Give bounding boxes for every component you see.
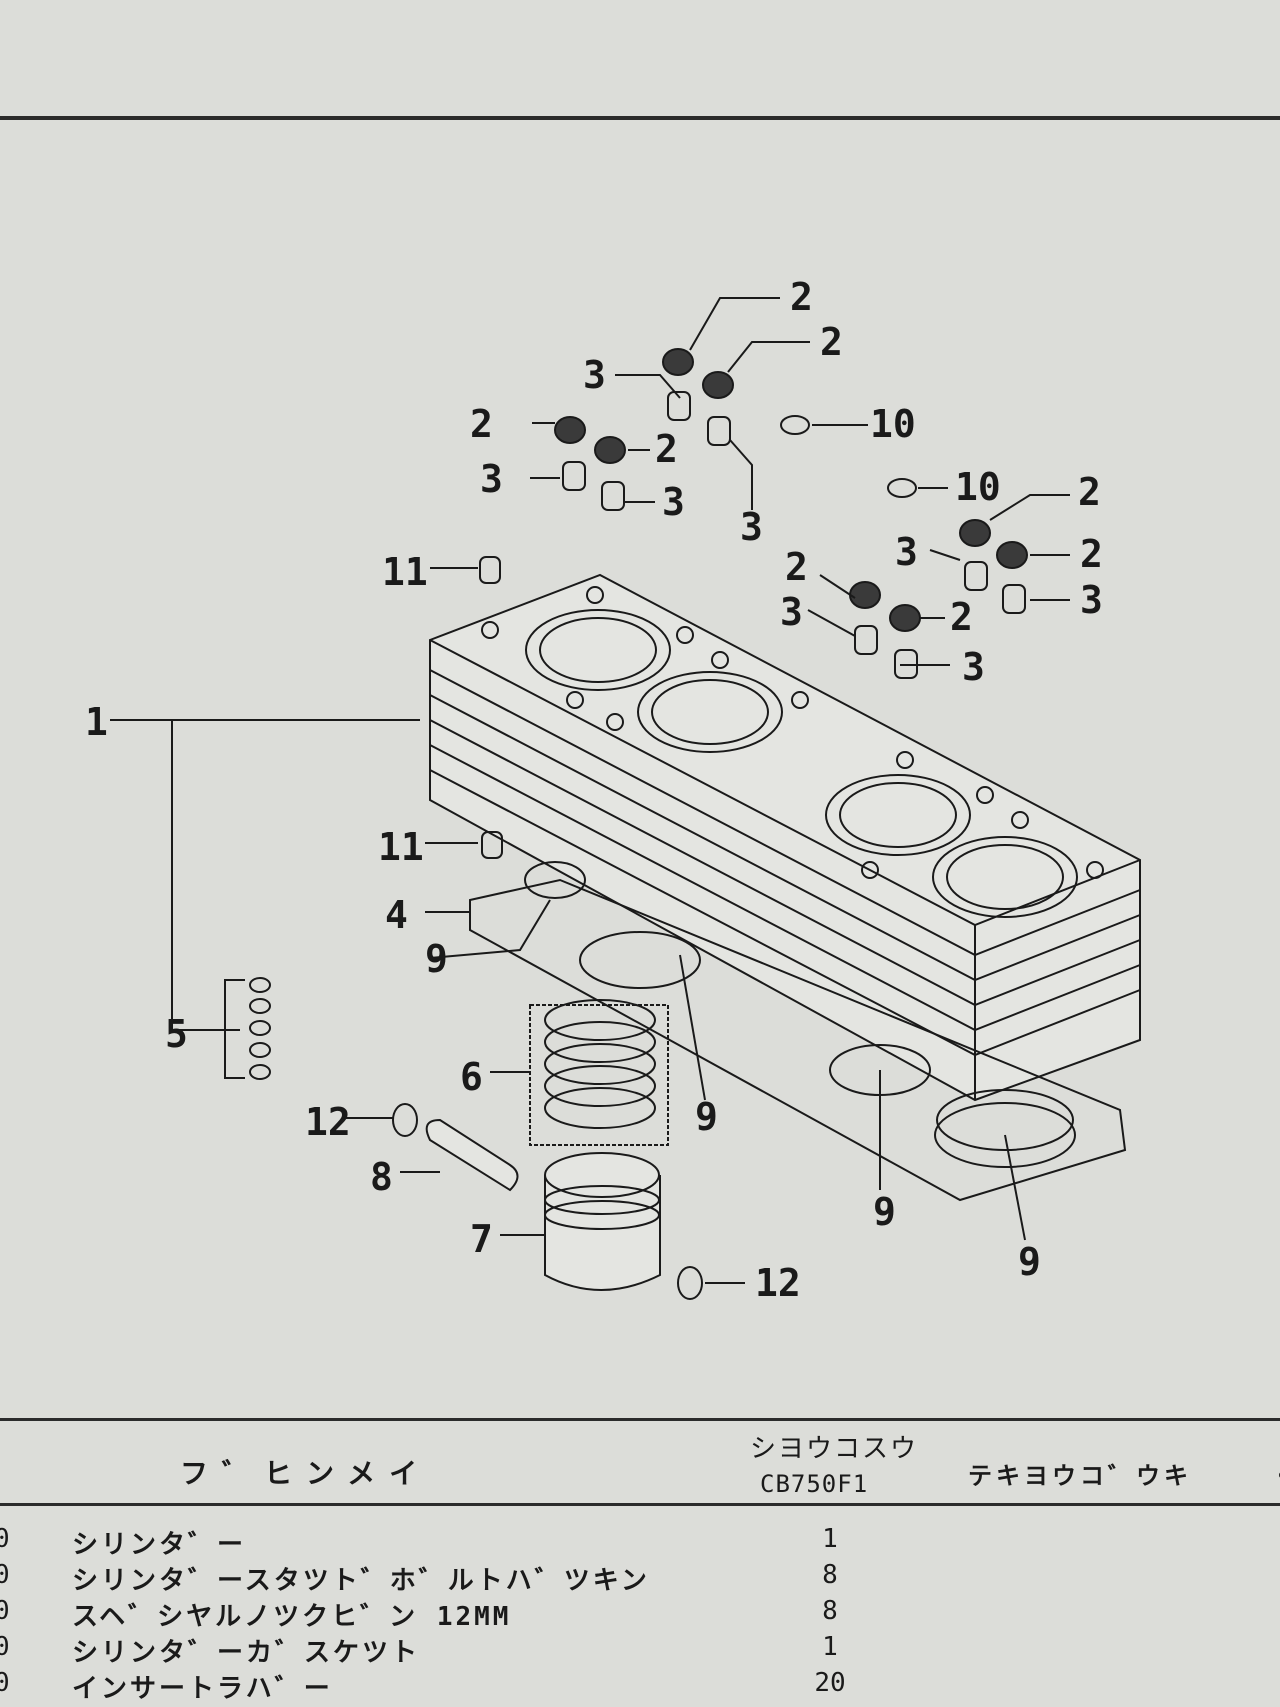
callout-1: 1 xyxy=(85,700,108,744)
callout-9: 9 xyxy=(873,1190,896,1234)
column-header-edge-mark: ・ xyxy=(1270,1456,1280,1491)
column-header-model: CB750F1 xyxy=(760,1470,869,1498)
callout-3: 3 xyxy=(662,480,685,524)
callout-3: 3 xyxy=(962,645,985,689)
table-row: 0 スヘ゛シヤルノツクヒ゛ン 12MM 8 xyxy=(0,1596,1280,1632)
row-lead-mark: 0 xyxy=(0,1524,10,1554)
callout-3: 3 xyxy=(1080,578,1103,622)
bore-4 xyxy=(946,844,1064,910)
callout-5: 5 xyxy=(165,1012,188,1056)
callout-4: 4 xyxy=(385,893,408,937)
piston-pin-clip-left xyxy=(392,1103,418,1137)
bore-3 xyxy=(839,782,957,848)
top-rule xyxy=(0,116,1280,120)
callout-3: 3 xyxy=(780,590,803,634)
exploded-parts-diagram: 2 2 3 2 2 10 3 3 3 10 2 3 2 2 3 3 2 3 11… xyxy=(85,275,1141,1305)
table-row: 0 シリンタ゛ー 1 xyxy=(0,1524,1280,1560)
callout-2: 2 xyxy=(785,545,808,589)
table-header-top-rule xyxy=(0,1418,1280,1421)
bore-2 xyxy=(651,679,769,745)
cylinder-block xyxy=(429,573,1141,1102)
callout-10: 10 xyxy=(870,402,916,446)
callout-9: 9 xyxy=(1018,1240,1041,1284)
callout-7: 7 xyxy=(470,1217,493,1261)
table-row: 0 シリンタ゛ーカ゛スケツト 1 xyxy=(0,1632,1280,1668)
callout-9: 9 xyxy=(695,1095,718,1139)
row-quantity: 1 xyxy=(822,1632,838,1662)
base-gasket xyxy=(469,878,1127,1202)
callout-2: 2 xyxy=(790,275,813,319)
callout-3: 3 xyxy=(583,353,606,397)
callout-12: 12 xyxy=(305,1100,351,1144)
table-row: 0 インサートラハ゛ー 20 xyxy=(0,1668,1280,1704)
piston-pin-clip-right xyxy=(677,1266,703,1300)
row-part-name: シリンタ゛ーカ゛スケツト xyxy=(72,1638,421,1668)
row-quantity: 1 xyxy=(822,1524,838,1554)
callout-3: 3 xyxy=(480,457,503,501)
table-row: 0 シリンタ゛ースタツト゛ホ゛ルトハ゛ツキン 8 xyxy=(0,1560,1280,1596)
callout-6: 6 xyxy=(460,1055,483,1099)
callout-11: 11 xyxy=(378,825,424,869)
callout-3: 3 xyxy=(740,505,763,549)
row-quantity: 20 xyxy=(814,1668,846,1698)
callout-2: 2 xyxy=(820,320,843,364)
row-quantity: 8 xyxy=(822,1560,838,1590)
row-part-name: スヘ゛シヤルノツクヒ゛ン 12MM xyxy=(72,1602,512,1632)
callout-8: 8 xyxy=(370,1155,393,1199)
piston-pin xyxy=(425,1118,519,1192)
column-header-part-name: フ゛ヒンメイ xyxy=(180,1457,432,1490)
callout-2: 2 xyxy=(950,595,973,639)
row-part-name: シリンタ゛ー xyxy=(72,1530,247,1560)
row-quantity: 8 xyxy=(822,1596,838,1626)
column-header-applicable: テキヨウコ゛ウキ xyxy=(968,1462,1192,1490)
row-lead-mark: 0 xyxy=(0,1596,10,1626)
row-lead-mark: 0 xyxy=(0,1632,10,1662)
table-header-bottom-rule xyxy=(0,1503,1280,1506)
callout-10: 10 xyxy=(955,465,1001,509)
bore-1 xyxy=(539,617,657,683)
callout-2: 2 xyxy=(655,427,678,471)
callout-11: 11 xyxy=(382,550,428,594)
callout-2: 2 xyxy=(470,402,493,446)
row-lead-mark: 0 xyxy=(0,1560,10,1590)
callout-2: 2 xyxy=(1080,532,1103,576)
callout-2: 2 xyxy=(1078,470,1101,514)
row-part-name: インサートラハ゛ー xyxy=(72,1674,333,1704)
callout-12: 12 xyxy=(755,1261,801,1305)
column-header-quantity: シヨウコスウ xyxy=(750,1434,919,1464)
row-part-name: シリンタ゛ースタツト゛ホ゛ルトハ゛ツキン xyxy=(72,1566,650,1596)
callout-3: 3 xyxy=(895,530,918,574)
row-lead-mark: 0 xyxy=(0,1668,10,1698)
callout-9: 9 xyxy=(425,937,448,981)
